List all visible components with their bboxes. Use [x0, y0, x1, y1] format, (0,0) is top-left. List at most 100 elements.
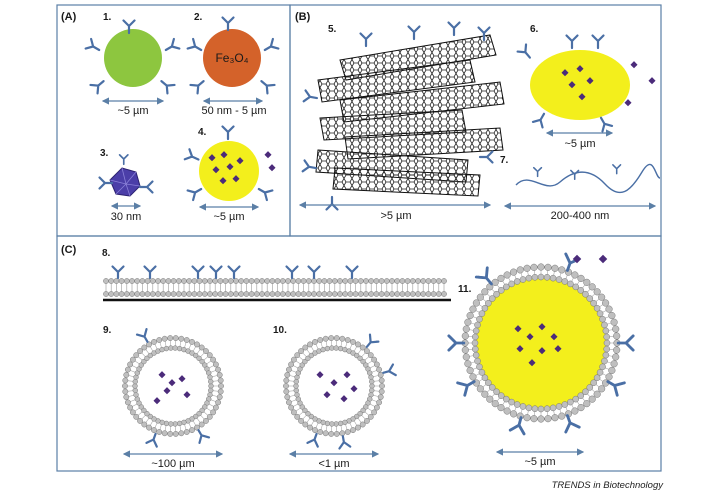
item-2-number: 2.: [194, 12, 203, 23]
antibody-icon: [197, 429, 211, 444]
antibody-icon: [256, 75, 276, 95]
magnetic-bead-item: 2. Fe₃O₄ 50 nm - 5 µm: [186, 12, 280, 117]
antibody-icon: [591, 34, 605, 50]
antibody-icon: [345, 265, 359, 280]
yellow-ellipsoid: [530, 50, 630, 120]
item-7-number: 7.: [500, 155, 509, 166]
antibody-icon: [532, 166, 543, 178]
item-2-material: Fe₃O₄: [215, 51, 248, 65]
antibody-icon: [456, 380, 476, 397]
drug-molecules: [153, 371, 191, 405]
antibody-icon: [306, 432, 319, 448]
antibody-icon: [84, 37, 104, 56]
item-11-size: ~5 µm: [524, 456, 555, 468]
nanotube-bundle-item: 5. >5 µm: [298, 21, 505, 222]
small-vesicle-item: 10. <1 µm: [273, 325, 397, 470]
antibody-icon: [221, 16, 235, 32]
green-microbead: [104, 29, 162, 87]
antibody-icon: [145, 432, 158, 448]
antibody-icon: [516, 43, 536, 63]
panel-c-label: (C): [61, 244, 77, 256]
item-2-size: 50 nm - 5 µm: [201, 105, 266, 117]
item-9-size: ~100 µm: [151, 458, 194, 470]
antibody-icon: [209, 265, 223, 280]
antibody-icon: [189, 75, 209, 95]
antibody-icon: [254, 183, 274, 202]
antibody-icon: [260, 37, 280, 56]
antibody-icon: [447, 334, 466, 352]
antibody-icon: [186, 37, 206, 56]
lipid-vesicle: [283, 333, 397, 450]
item-5-number: 5.: [328, 24, 337, 35]
drug-loaded-bead-item: 4. ~5 µm: [183, 125, 276, 223]
antibody-icon: [447, 21, 461, 37]
drug-molecules: [316, 371, 358, 403]
antibody-icon: [118, 154, 129, 166]
item-7-size: 200-400 nm: [551, 210, 610, 222]
item-9-number: 9.: [103, 325, 112, 336]
yellow-bead: [199, 141, 259, 201]
antibody-icon: [183, 148, 202, 166]
antibody-icon: [325, 195, 339, 211]
item-10-number: 10.: [273, 325, 287, 336]
antibody-icon: [135, 328, 149, 343]
green-bead-item: 1. ~5 µm: [84, 12, 181, 117]
drug-molecules: [514, 254, 608, 367]
polymer-chain-item: 7. 200-400 nm: [500, 155, 661, 222]
panel-b-label: (B): [295, 11, 311, 23]
antibody-icon: [111, 265, 125, 280]
antibody-icon: [302, 89, 319, 105]
lipid-vesicle: [447, 252, 635, 436]
item-3-size: 30 nm: [111, 211, 142, 223]
item-5-size: >5 µm: [380, 210, 411, 222]
drug-molecules: [208, 151, 276, 185]
credit-text: TRENDS in Biotechnology: [552, 480, 665, 491]
antibody-icon: [89, 75, 109, 95]
item-1-size: ~5 µm: [117, 105, 148, 117]
antibody-icon: [508, 416, 526, 436]
item-6-size: ~5 µm: [564, 138, 595, 150]
item-4-size: ~5 µm: [213, 211, 244, 223]
panel-c-frame: [56, 235, 662, 472]
antibody-icon: [382, 363, 397, 377]
antibody-icon: [606, 380, 626, 397]
antibody-icon: [307, 265, 321, 280]
item-8-number: 8.: [102, 248, 111, 259]
antibody-icon: [191, 265, 205, 280]
antibody-icon: [564, 252, 581, 272]
antibody-icon: [478, 150, 494, 164]
antibody-icon: [285, 265, 299, 280]
antibody-icon: [612, 164, 622, 175]
item-6-number: 6.: [530, 24, 539, 35]
item-4-number: 4.: [198, 127, 207, 138]
antibody-icon: [407, 25, 421, 41]
lipid-vesicle: [122, 328, 224, 448]
polymer-chain: [515, 163, 661, 194]
antibody-icon: [616, 334, 635, 352]
antibody-icon: [186, 183, 206, 202]
antibody-icon: [365, 333, 380, 349]
antibody-icon: [301, 159, 318, 175]
antibody-icon: [138, 180, 154, 194]
iron-oxide-bead: [203, 29, 261, 87]
antibody-icon: [531, 109, 550, 129]
antibody-icon: [221, 125, 235, 141]
large-vesicle-item: 9. ~100 µm: [103, 325, 224, 470]
drug-liposome-item: 11. ~5 µm: [447, 252, 635, 468]
antibody-icon: [564, 414, 581, 434]
antibody-icon: [161, 37, 181, 56]
antibody-icon: [359, 32, 373, 48]
item-11-number: 11.: [458, 284, 472, 295]
item-3-number: 3.: [100, 148, 109, 159]
lipid-bilayer-item: 8.: [102, 248, 451, 302]
item-10-size: <1 µm: [318, 458, 349, 470]
antibody-icon: [595, 113, 614, 133]
antibody-icon: [338, 435, 352, 450]
drug-molecules: [561, 61, 656, 107]
carbon-nanotubes: [315, 34, 505, 197]
antibody-icon: [98, 176, 114, 190]
item-1-number: 1.: [103, 12, 112, 23]
antibody-icon: [474, 266, 493, 286]
lipid-bilayer: [103, 278, 447, 297]
